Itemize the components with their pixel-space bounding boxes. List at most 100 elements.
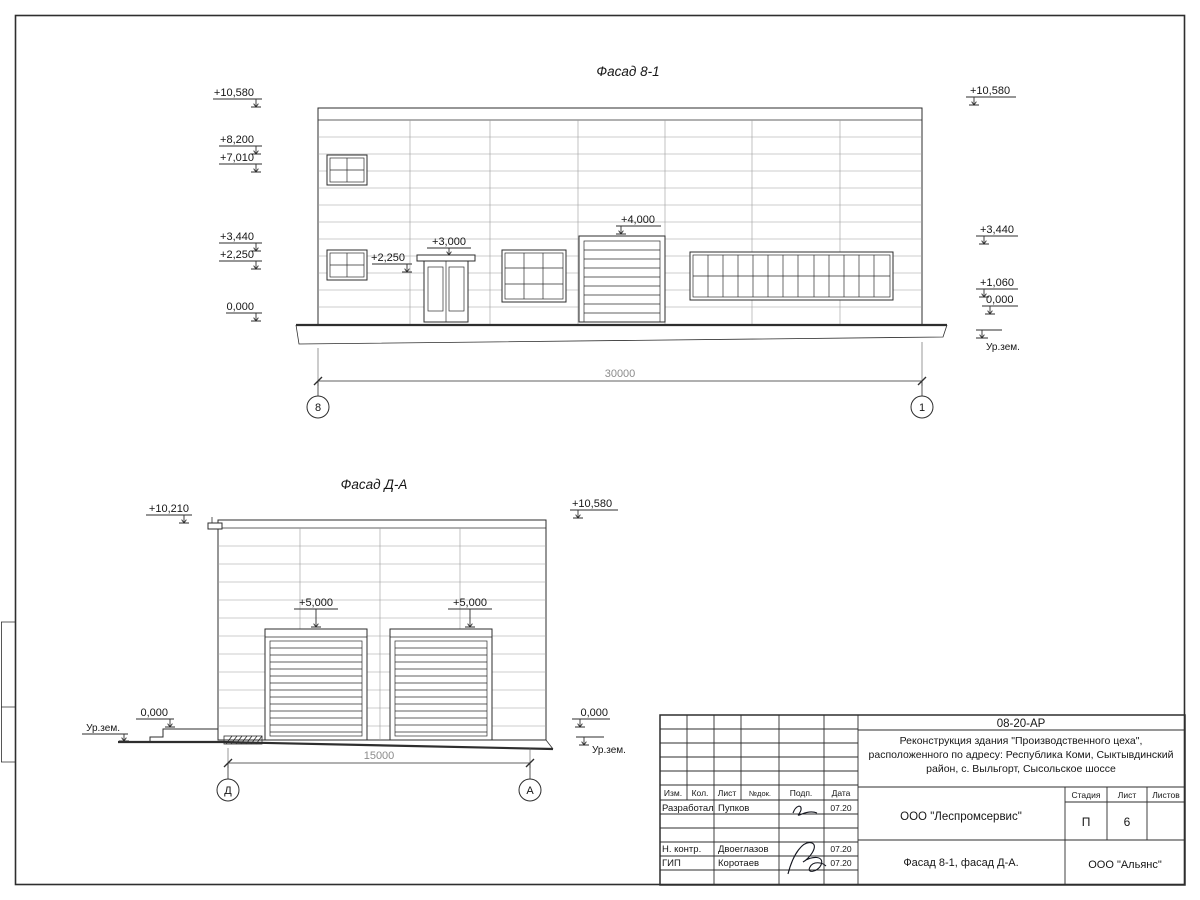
- elevation-label: +3,000: [432, 236, 466, 248]
- col-header: Подп.: [790, 788, 813, 798]
- elevation-label: +3,440: [980, 224, 1014, 236]
- axis-bubble: [910, 395, 934, 419]
- elevation-mark: +3,440: [976, 224, 1018, 245]
- frame-side-cells: [1, 621, 15, 763]
- axis-bubble: [306, 395, 330, 419]
- organization-name: ООО "Леспромсервис": [900, 811, 1022, 823]
- elevation-label: +10,580: [970, 85, 1010, 97]
- signature-scribble: [792, 805, 818, 816]
- ground-level-mark: Ур.зем.: [576, 736, 626, 756]
- dimension-label: 30000: [605, 368, 636, 380]
- elevation-mark: +8,200: [219, 134, 262, 155]
- title-block-columns: [686, 715, 859, 885]
- gate-left: [264, 628, 368, 741]
- col-header: Дата: [832, 788, 851, 798]
- window-upper-left: [326, 154, 368, 186]
- window-mid: [501, 249, 567, 303]
- row-date: 07.20: [830, 844, 852, 854]
- ground-strip: [295, 323, 948, 345]
- elevation-mark: +2,250: [219, 249, 262, 270]
- elevation-mark: +3,000: [427, 236, 471, 256]
- elevation-mark: 0,000: [136, 707, 175, 728]
- company-name: ООО "Альянс": [1088, 859, 1162, 871]
- elevation-label: 0,000: [140, 707, 168, 719]
- elevation-mark: +10,210: [146, 503, 192, 524]
- elevation-label: +10,210: [149, 503, 189, 515]
- dimension-30000: 30000: [313, 342, 927, 396]
- elevation-mark: +10,580: [213, 87, 262, 108]
- stage-sheet-cells: Стадия Лист Листов П 6: [1072, 790, 1181, 829]
- gate-right: [389, 628, 493, 741]
- signature-scribble: [787, 842, 827, 875]
- elevation-label: +4,000: [621, 214, 655, 226]
- title-block-right-grid: [858, 729, 1185, 885]
- title-block: Изм. Кол. Лист №док. Подп. Дата Разработ…: [659, 714, 1186, 886]
- col-header: №док.: [749, 789, 771, 798]
- col-header: Изм.: [664, 788, 682, 798]
- dimension-label: 15000: [364, 750, 395, 762]
- elevation-mark: +10,580: [570, 498, 618, 519]
- row-role: Разработал: [662, 803, 714, 814]
- stage-value: П: [1082, 815, 1091, 829]
- axis-label: Д: [224, 785, 232, 797]
- elevation-mark: +7,010: [219, 152, 262, 173]
- local-elevation-marks: +3,000 +2,250 +4,000: [371, 214, 661, 273]
- revision-header: Изм. Кол. Лист №док. Подп. Дата: [664, 788, 851, 798]
- elevation-label: +2,250: [371, 252, 405, 264]
- ribbon-window: [689, 251, 894, 301]
- signature-rows: Разработал Пупков 07.20 Н. контр. Двоегл…: [662, 803, 852, 875]
- elevation-mark: +1,060: [976, 277, 1018, 298]
- axis-bubbles: Д А: [216, 778, 542, 802]
- document-number: 08-20-АР: [997, 718, 1046, 730]
- elevation-label: +3,440: [220, 231, 254, 243]
- row-role: Н. контр.: [662, 844, 701, 855]
- sectional-gate: [578, 235, 666, 323]
- row-name: Коротаев: [718, 858, 759, 869]
- axis-label: 8: [315, 402, 321, 414]
- porch-steps: [149, 728, 218, 742]
- elevation-label: +10,580: [214, 87, 254, 99]
- axis-bubble: [518, 778, 542, 802]
- axis-bubble: [216, 778, 240, 802]
- elevation-label: +5,000: [453, 597, 487, 609]
- door-canopy: [416, 254, 476, 262]
- facade-d-a-panels: [207, 517, 547, 741]
- hatched-ramp: [223, 735, 263, 745]
- elevation-label: +7,010: [220, 152, 254, 164]
- col-header: Кол.: [692, 788, 709, 798]
- ground-level-mark: Ур.зем.: [82, 723, 129, 742]
- elevation-label: +10,580: [572, 498, 612, 510]
- ground-level-mark: Ур.зем.: [976, 329, 1020, 353]
- row-date: 07.20: [830, 803, 852, 813]
- sheets-header: Листов: [1152, 790, 1180, 800]
- elevation-label: +1,060: [980, 277, 1014, 289]
- stage-header: Стадия: [1072, 790, 1101, 800]
- elevation-mark: +5,000: [448, 597, 492, 628]
- window-lower-left: [326, 249, 368, 281]
- row-name: Двоеглазов: [718, 844, 769, 855]
- elevation-label: 0,000: [226, 301, 254, 313]
- ground-line-slope: [221, 740, 554, 751]
- entrance-door: [416, 254, 476, 323]
- elevation-label: +5,000: [299, 597, 333, 609]
- elevation-marks-left: +10,580 +8,200 +7,010 +3,440 +2,250 0,00…: [213, 87, 262, 322]
- facade-8-1-title: Фасад 8-1: [596, 64, 659, 79]
- sheet-frame: [1, 14, 1186, 886]
- row-date: 07.20: [830, 858, 852, 868]
- elevation-label: 0,000: [986, 294, 1014, 306]
- frame-border: [14, 14, 1186, 886]
- col-header: Лист: [718, 788, 737, 798]
- ground-level-label: Ур.зем.: [592, 745, 626, 756]
- project-title-line: район, с. Выльгорт, Сысольское шоссе: [926, 763, 1116, 775]
- project-title-line: Реконструкция здания "Производственного …: [900, 735, 1143, 747]
- elevation-mark: 0,000: [572, 707, 610, 728]
- project-info: 08-20-АР Реконструкция здания "Производс…: [869, 718, 1174, 871]
- row-name: Пупков: [718, 803, 749, 814]
- elevation-mark: +10,580: [966, 85, 1016, 106]
- elevation-mark: 0,000: [982, 294, 1018, 315]
- elevation-marks-right: +10,580 +3,440 +1,060 0,000 Ур.зем.: [966, 85, 1020, 353]
- panel-joints: [409, 120, 841, 325]
- elevation-label: +8,200: [220, 134, 254, 146]
- ground-level-label: Ур.зем.: [86, 723, 120, 734]
